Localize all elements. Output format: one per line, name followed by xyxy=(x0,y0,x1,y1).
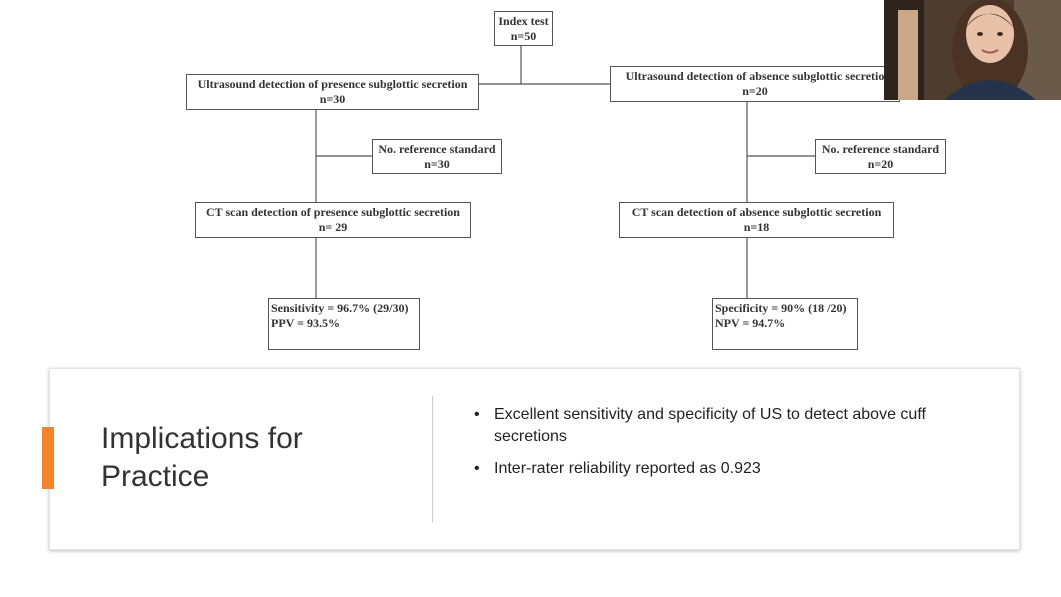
us-presence-box: Ultrasound detection of presence subglot… xyxy=(186,74,479,110)
bullet-dot: • xyxy=(474,406,480,423)
specificity-value: Specificity = 90% (18 /20) xyxy=(715,301,847,315)
implications-title: Implications for Practice xyxy=(101,420,303,496)
npv-value: NPV = 94.7% xyxy=(715,316,786,330)
index-test-count: n=50 xyxy=(510,29,537,43)
us-presence-count: n=30 xyxy=(319,92,346,106)
ct-absence-count: n=18 xyxy=(743,220,770,234)
sensitivity-value: Sensitivity = 96.7% (29/30) xyxy=(271,301,409,315)
ct-absence-box: CT scan detection of absence subglottic … xyxy=(619,202,894,238)
us-absence-box: Ultrasound detection of absence subglott… xyxy=(610,66,900,102)
bullet-dot: • xyxy=(474,460,480,477)
implications-title-line1: Implications for xyxy=(101,422,303,455)
us-presence-label: Ultrasound detection of presence subglot… xyxy=(197,77,468,91)
bullet-text: Inter-rater reliability reported as 0.92… xyxy=(494,460,761,477)
implications-title-line2: Practice xyxy=(101,460,210,493)
reference-standard-right-count: n=20 xyxy=(867,157,894,171)
ct-presence-count: n= 29 xyxy=(318,220,348,234)
webcam-presenter-image xyxy=(884,0,1061,100)
bullet-text: Excellent sensitivity and specificity of… xyxy=(494,406,926,445)
reference-standard-left-box: No. reference standard n=30 xyxy=(372,139,502,174)
us-absence-count: n=20 xyxy=(742,84,768,98)
webcam-video-feed[interactable] xyxy=(884,0,1061,100)
reference-standard-right-box: No. reference standard n=20 xyxy=(815,139,946,174)
ppv-value: PPV = 93.5% xyxy=(271,316,340,330)
card-divider xyxy=(432,396,433,522)
sensitivity-result-box: Sensitivity = 96.7% (29/30) PPV = 93.5% xyxy=(268,298,420,350)
specificity-result-box: Specificity = 90% (18 /20) NPV = 94.7% xyxy=(712,298,858,350)
bullet-item: • Excellent sensitivity and specificity … xyxy=(474,404,994,448)
bullet-item: • Inter-rater reliability reported as 0.… xyxy=(474,458,994,480)
ct-absence-label: CT scan detection of absence subglottic … xyxy=(631,205,882,219)
index-test-box: Index test n=50 xyxy=(494,11,553,46)
ct-presence-label: CT scan detection of presence subglottic… xyxy=(206,205,460,219)
implications-card xyxy=(49,368,1020,550)
us-absence-label: Ultrasound detection of absence subglott… xyxy=(625,69,885,83)
reference-standard-right-label: No. reference standard xyxy=(821,142,940,156)
index-test-label: Index test xyxy=(498,14,549,28)
implications-bullet-list: • Excellent sensitivity and specificity … xyxy=(474,404,994,490)
reference-standard-left-count: n=30 xyxy=(424,157,450,171)
reference-standard-left-label: No. reference standard xyxy=(378,142,496,156)
accent-bar xyxy=(42,427,54,489)
ct-presence-box: CT scan detection of presence subglottic… xyxy=(195,202,471,238)
